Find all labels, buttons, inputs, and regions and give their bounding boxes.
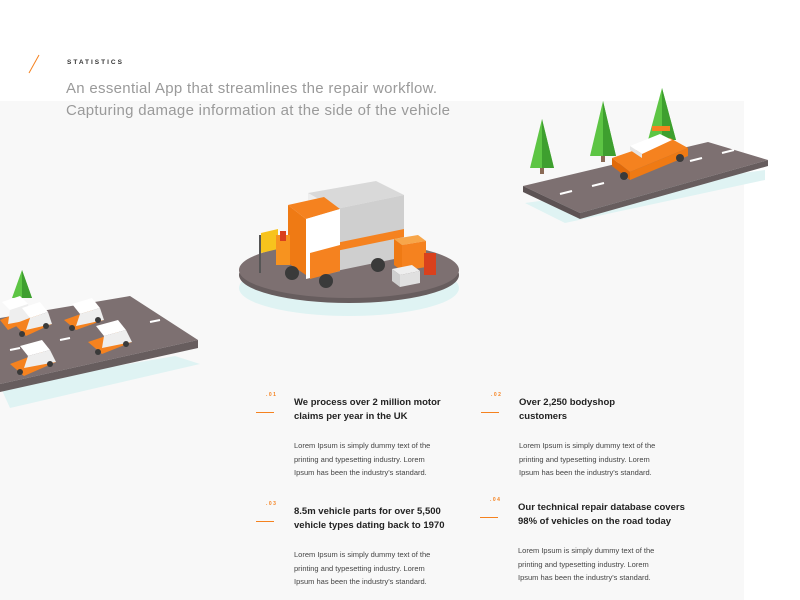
parking-lot-illustration xyxy=(0,270,200,408)
car-icon xyxy=(612,126,688,180)
stat-item-3: .03 8.5m vehicle parts for over 5,500 ve… xyxy=(256,501,494,589)
stat-body: Lorem Ipsum is simply dummy text of the … xyxy=(518,546,655,582)
truck-icon xyxy=(276,181,404,288)
sign-icon xyxy=(259,229,278,273)
stat-title: Over 2,250 bodyshop customers xyxy=(519,397,616,422)
car-icon xyxy=(88,320,132,355)
stat-body: Lorem Ipsum is simply dummy text of the … xyxy=(519,441,656,477)
slash-decoration-icon xyxy=(28,54,40,74)
stat-title: We process over 2 million motor claims p… xyxy=(294,397,441,422)
stat-rule xyxy=(481,412,499,413)
truck-platform-illustration xyxy=(239,181,459,316)
car-icon xyxy=(10,340,56,376)
tree-icon xyxy=(590,101,616,162)
road-with-car-illustration xyxy=(523,88,768,223)
stat-rule xyxy=(256,521,274,522)
tree-icon xyxy=(530,119,554,174)
stat-body: Lorem Ipsum is simply dummy text of the … xyxy=(294,441,431,477)
parcel-icon xyxy=(392,235,436,287)
section-eyebrow: STATISTICS xyxy=(67,59,124,66)
stat-number: .04 xyxy=(490,497,502,503)
stat-title: 8.5m vehicle parts for over 5,500 vehicl… xyxy=(294,506,445,531)
stat-number: .01 xyxy=(266,392,278,398)
stat-rule xyxy=(480,517,498,518)
stat-item-1: .01 We process over 2 million motor clai… xyxy=(256,392,494,480)
stat-item-4: .04 Our technical repair database covers… xyxy=(480,497,718,585)
headline-line-1: An essential App that streamlines the re… xyxy=(66,80,438,97)
tree-icon xyxy=(12,270,32,298)
stat-body: Lorem Ipsum is simply dummy text of the … xyxy=(294,550,431,586)
car-icon xyxy=(14,302,52,337)
stat-number: .02 xyxy=(491,392,503,398)
car-icon xyxy=(64,298,104,331)
stat-rule xyxy=(256,412,274,413)
stat-title: Our technical repair database covers 98%… xyxy=(518,502,685,527)
section-headline: An essential App that streamlines the re… xyxy=(66,78,526,122)
stat-item-2: .02 Over 2,250 bodyshop customers Lorem … xyxy=(481,392,719,480)
headline-line-2: Capturing damage information at the side… xyxy=(66,102,451,119)
stat-number: .03 xyxy=(266,501,278,507)
